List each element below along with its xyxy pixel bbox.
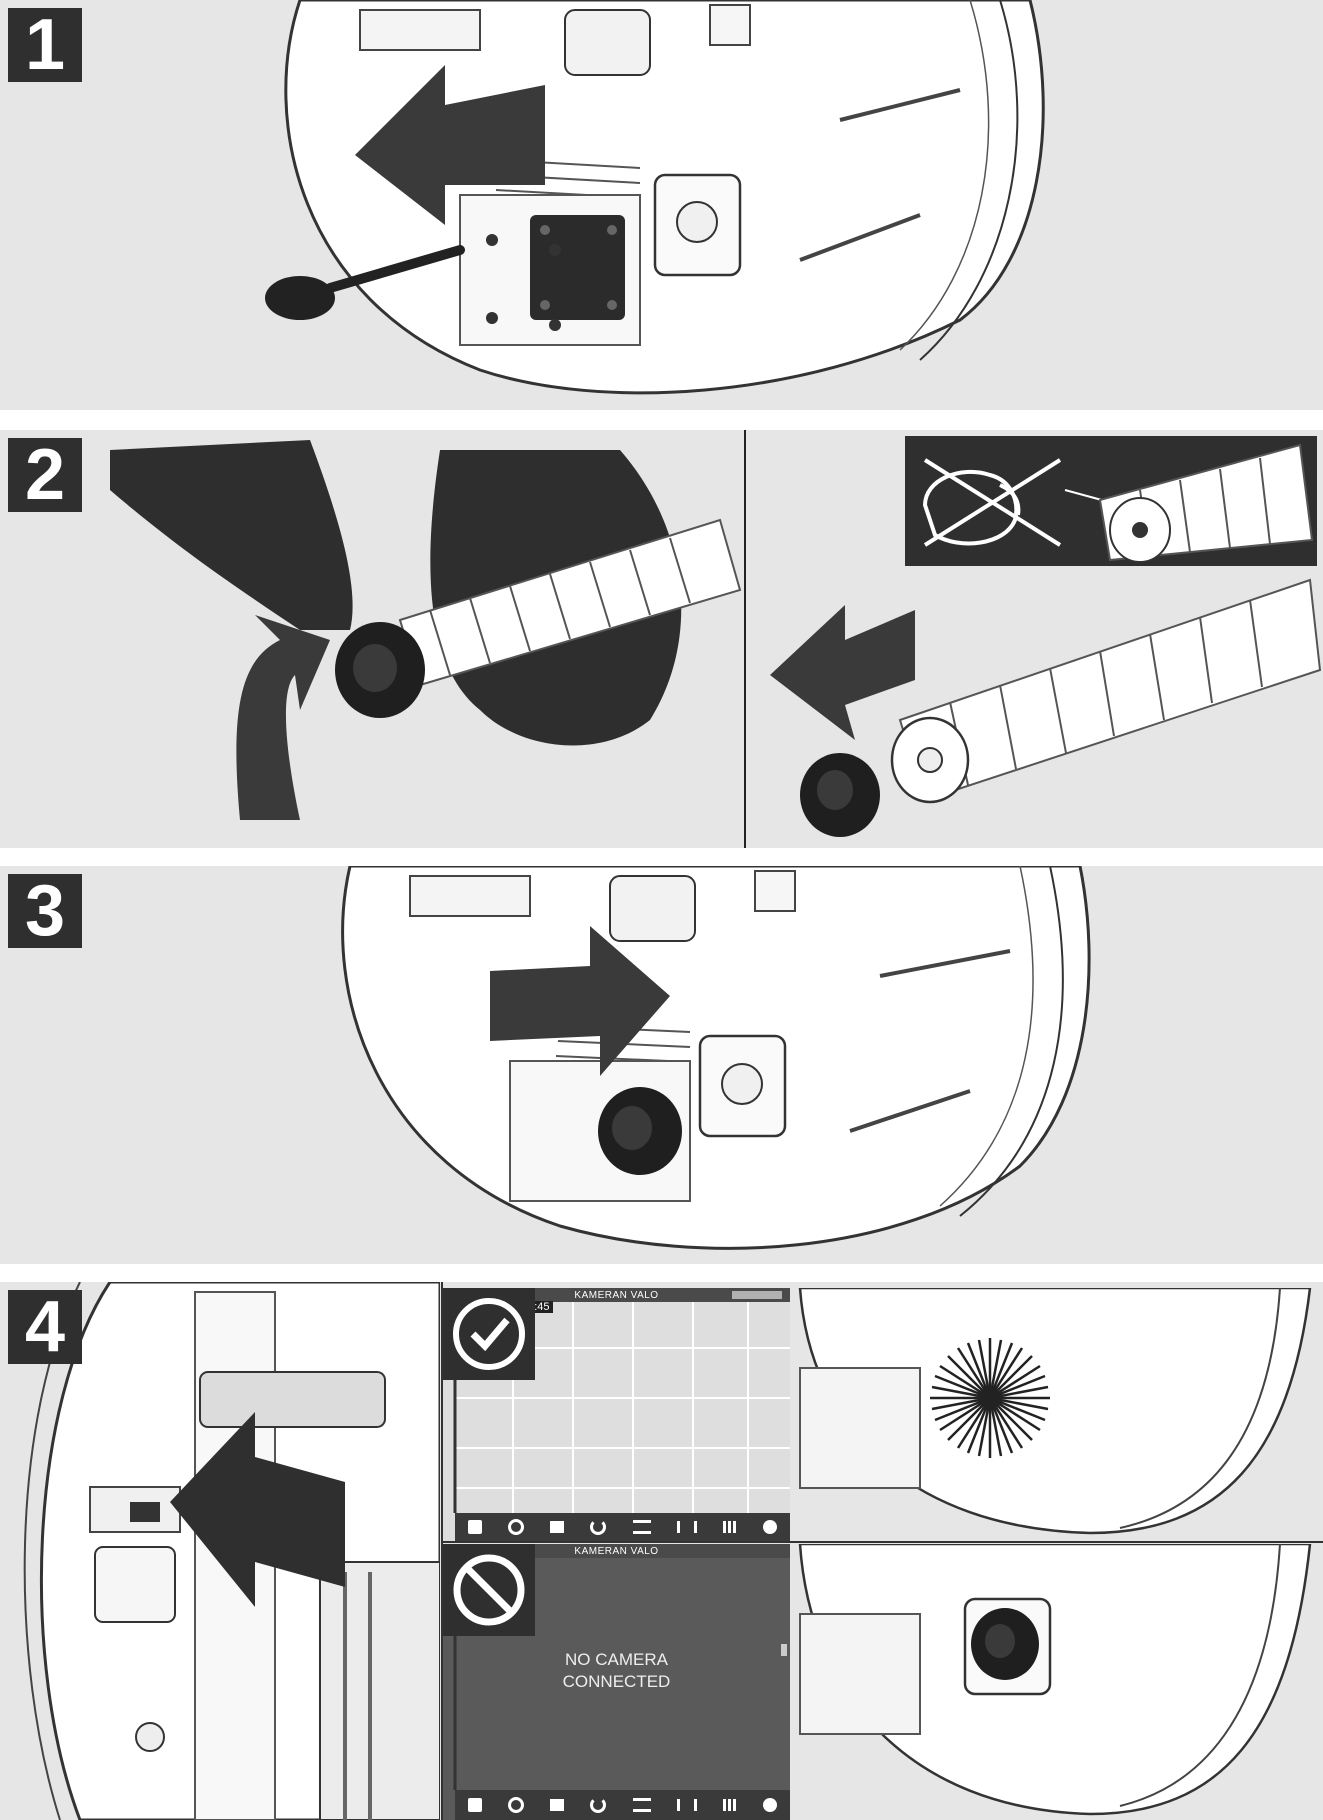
step-4-ok-illustration bbox=[798, 1288, 1312, 1535]
ok-check-icon bbox=[443, 1288, 535, 1380]
gear-icon bbox=[762, 1520, 777, 1534]
gear-icon bbox=[762, 1798, 777, 1812]
prohibited-icon bbox=[443, 1544, 535, 1636]
step-4-divider-horizontal bbox=[441, 1541, 1323, 1543]
light-icon bbox=[468, 1520, 483, 1534]
rotate-icon bbox=[590, 1797, 607, 1813]
step-4-number: 4 bbox=[8, 1290, 82, 1364]
arrow-plug-in-icon bbox=[170, 1412, 345, 1607]
menu-icon bbox=[722, 1521, 737, 1533]
cover-plate bbox=[530, 215, 625, 320]
step-2-panel: 2 bbox=[0, 430, 1323, 848]
step-4-error-illustration bbox=[798, 1544, 1312, 1816]
meter-icon bbox=[632, 1520, 651, 1534]
step-3-illustration bbox=[341, 866, 1091, 1250]
step-1-illustration bbox=[265, 0, 1045, 395]
step-4-divider-vertical bbox=[441, 1282, 443, 1820]
screen-ok-status-icons bbox=[732, 1291, 782, 1299]
no-camera-message: NO CAMERA CONNECTED bbox=[562, 1650, 671, 1691]
sonde-icon bbox=[676, 1521, 697, 1533]
camera-port bbox=[130, 1502, 160, 1522]
rotate-icon bbox=[590, 1519, 607, 1535]
step-3-panel: 3 bbox=[0, 866, 1323, 1264]
zoom-icon bbox=[508, 1797, 525, 1813]
screen-error-title: KAMERAN VALO bbox=[574, 1546, 659, 1557]
sonde-icon bbox=[676, 1799, 697, 1811]
screen-ok-toolbar bbox=[455, 1513, 790, 1541]
tag-icon bbox=[550, 1799, 565, 1811]
arrow-down-left-icon bbox=[770, 605, 915, 740]
zoom-icon bbox=[508, 1519, 525, 1535]
step-1-number: 1 bbox=[8, 8, 82, 82]
step-2-illustration bbox=[110, 430, 1322, 848]
monitor-screen-ok: KAMERAN VALO 00:45 bbox=[443, 1288, 790, 1541]
light-icon bbox=[468, 1798, 483, 1812]
screen-ok-title: KAMERAN VALO bbox=[574, 1290, 659, 1301]
step-2-number: 2 bbox=[8, 438, 82, 512]
screen-error-toolbar bbox=[455, 1790, 790, 1820]
arrow-right-icon bbox=[490, 926, 670, 1076]
step-3-number: 3 bbox=[8, 874, 82, 948]
no-touch-lens-icon bbox=[922, 458, 1062, 547]
screwdriver-icon bbox=[265, 245, 465, 320]
step-4-illustration bbox=[23, 1282, 440, 1820]
step-1-panel: 1 bbox=[0, 0, 1323, 410]
curved-arrow-icon bbox=[236, 615, 330, 820]
menu-icon bbox=[722, 1799, 737, 1811]
tag-icon bbox=[550, 1521, 565, 1533]
step-4-panel: 4 KAMERAN VALO 00:45 bbox=[0, 1282, 1323, 1820]
arrow-left-icon bbox=[355, 65, 545, 225]
meter-icon bbox=[632, 1798, 651, 1812]
screws bbox=[486, 234, 561, 331]
monitor-screen-error: KAMERAN VALO NO CAMERA CONNECTED bbox=[443, 1544, 790, 1820]
